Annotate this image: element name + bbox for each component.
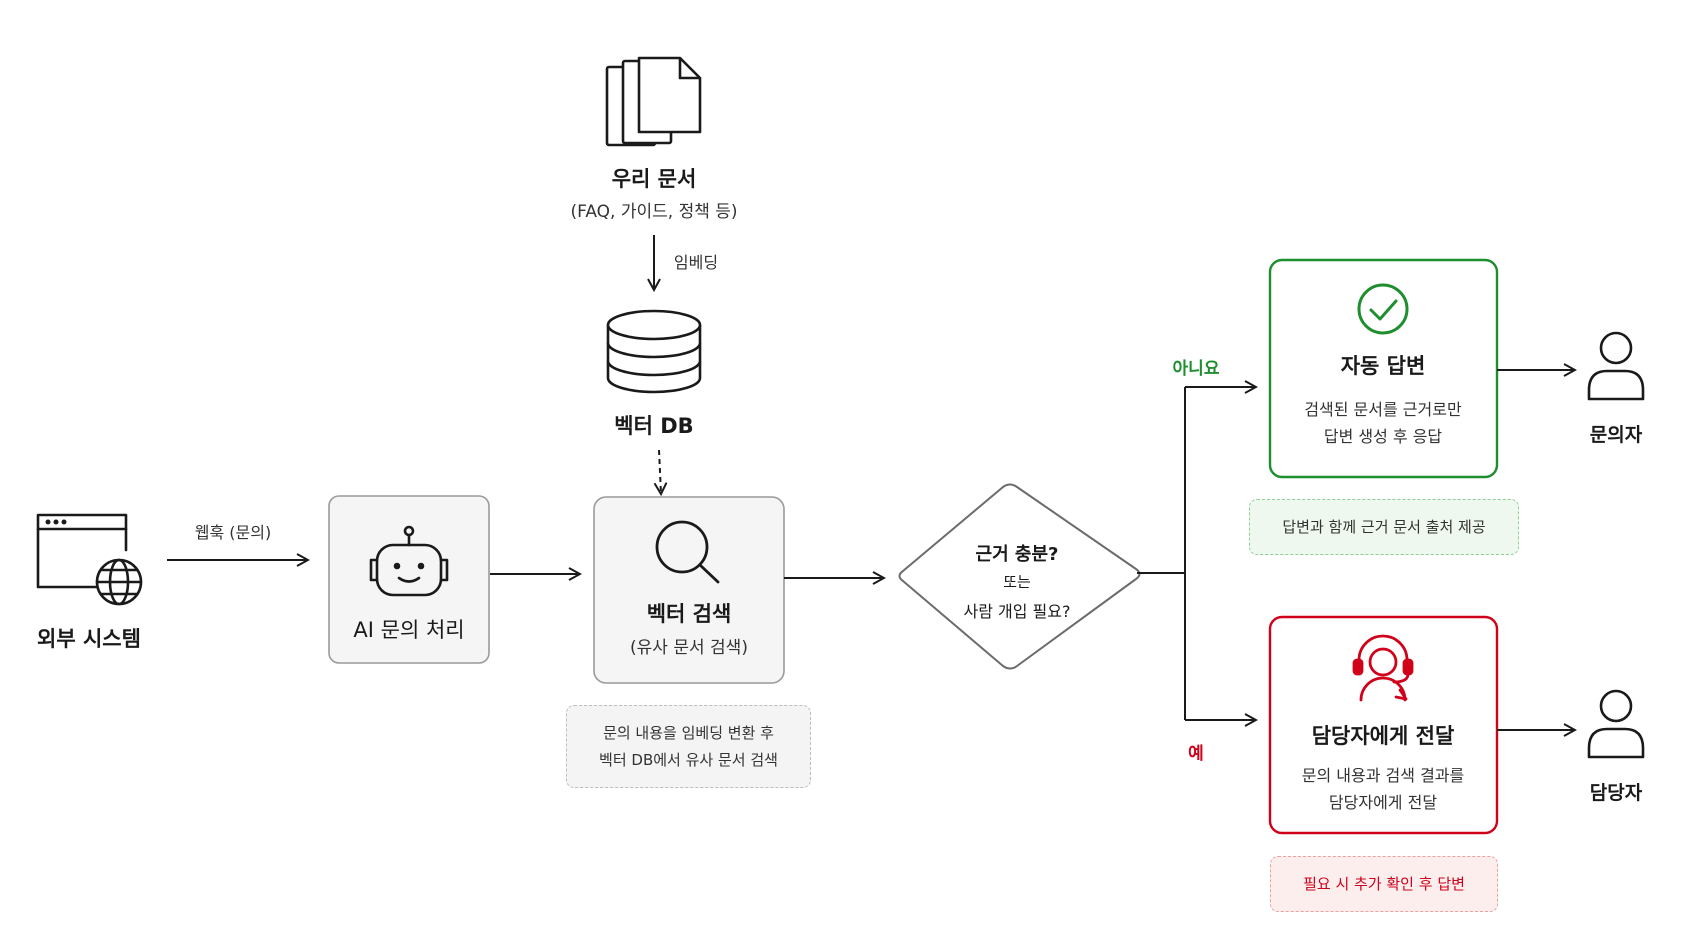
person-icon bbox=[1587, 331, 1645, 401]
branch-connector bbox=[1137, 387, 1186, 720]
branch-no-label: 아니요 bbox=[1172, 359, 1220, 379]
auto-answer-line2: 답변 생성 후 응답 bbox=[1323, 427, 1443, 446]
auto-answer-note: 답변과 함께 근거 문서 출처 제공 bbox=[1249, 499, 1519, 555]
handoff-note-text: 필요 시 추가 확인 후 답변 bbox=[1303, 874, 1465, 893]
database-icon bbox=[606, 309, 702, 394]
headset-agent-icon bbox=[1352, 634, 1414, 702]
auto-answer-note-text: 답변과 함께 근거 문서 출처 제공 bbox=[1282, 517, 1486, 536]
check-circle-icon bbox=[1357, 283, 1409, 335]
branch-yes-label: 예 bbox=[1188, 744, 1204, 764]
handoff-title: 담당자에게 전달 bbox=[1311, 724, 1455, 748]
external-system-label: 외부 시스템 bbox=[37, 627, 141, 651]
ai-process-label: AI 문의 처리 bbox=[353, 618, 465, 642]
auto-answer-box bbox=[1268, 258, 1499, 479]
documents-title: 우리 문서 bbox=[611, 167, 697, 191]
inquirer-label: 문의자 bbox=[1589, 424, 1643, 446]
robot-icon bbox=[369, 525, 449, 597]
decision-diamond bbox=[898, 483, 1141, 670]
vector-search-note: 문의 내용을 임베딩 변환 후 벡터 DB에서 유사 문서 검색 bbox=[566, 705, 811, 788]
decision-line1: 근거 충분? bbox=[975, 544, 1059, 565]
vector-db-label: 벡터 DB bbox=[614, 414, 694, 438]
vector-search-title: 벡터 검색 bbox=[646, 602, 732, 626]
browser-globe-icon bbox=[36, 513, 143, 606]
vector-search-subtitle: (유사 문서 검색) bbox=[630, 638, 748, 658]
embedding-label: 임베딩 bbox=[673, 253, 719, 272]
vector-search-box bbox=[593, 496, 785, 684]
ai-process-box bbox=[328, 495, 490, 664]
handoff-line1: 문의 내용과 검색 결과를 bbox=[1301, 766, 1465, 785]
documents-icon bbox=[605, 56, 702, 147]
db-to-search-arrow bbox=[659, 449, 661, 494]
auto-answer-title: 자동 답변 bbox=[1340, 354, 1426, 378]
handoff-box bbox=[1268, 615, 1499, 835]
auto-answer-line1: 검색된 문서를 근거로만 bbox=[1304, 400, 1462, 419]
vector-search-note-line1: 문의 내용을 임베딩 변환 후 bbox=[603, 723, 774, 742]
webhook-label: 웹훅 (문의) bbox=[194, 523, 272, 542]
handoff-note: 필요 시 추가 확인 후 답변 bbox=[1270, 856, 1498, 912]
decision-line2: 또는 bbox=[1003, 573, 1031, 591]
decision-line3: 사람 개입 필요? bbox=[963, 602, 1071, 621]
agent-label: 담당자 bbox=[1589, 782, 1643, 804]
documents-subtitle: (FAQ, 가이드, 정책 등) bbox=[570, 202, 738, 222]
person-icon bbox=[1587, 689, 1645, 759]
handoff-line2: 담당자에게 전달 bbox=[1328, 793, 1438, 812]
magnifier-icon bbox=[655, 520, 720, 584]
vector-search-note-line2: 벡터 DB에서 유사 문서 검색 bbox=[599, 750, 778, 769]
